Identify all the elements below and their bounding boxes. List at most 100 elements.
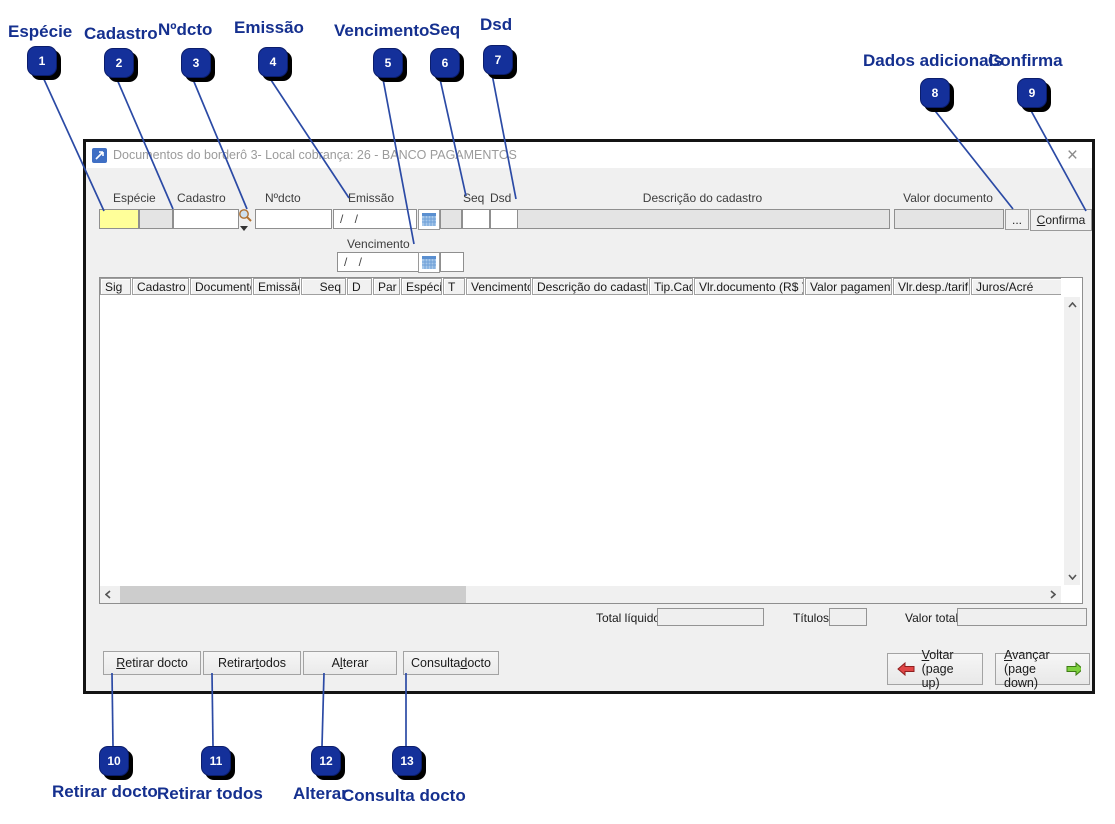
- annotation-label-confirma: Confirma: [988, 51, 1063, 70]
- column-header[interactable]: T: [443, 278, 465, 295]
- annotation-label-retirar-todos: Retirar todos: [157, 784, 263, 803]
- callout-badge-10: 10: [99, 746, 129, 776]
- annotation-label-ndcto: Nºdcto: [158, 20, 213, 39]
- column-header[interactable]: D: [347, 278, 372, 295]
- column-header[interactable]: Sig: [100, 278, 131, 295]
- especie-input[interactable]: [99, 209, 139, 229]
- valor-total-label: Valor total: [905, 611, 959, 625]
- seq-disabled-field: [440, 209, 462, 229]
- callout-badge-7: 7: [483, 45, 513, 75]
- avancar-button-sublabel: (page down): [1004, 662, 1039, 690]
- scroll-up-icon[interactable]: [1064, 297, 1080, 313]
- total-liquido-field: [657, 608, 764, 626]
- magnifier-icon[interactable]: [238, 208, 253, 223]
- vencimento-label: Vencimento: [347, 237, 410, 251]
- scroll-left-icon[interactable]: [100, 586, 116, 602]
- column-header[interactable]: Vencimento: [466, 278, 531, 295]
- column-header[interactable]: Cadastro: [132, 278, 189, 295]
- voltar-button-label: Voltar: [921, 648, 954, 662]
- valor-documento-label: Valor documento: [903, 191, 993, 205]
- voltar-button-sublabel: (page up): [921, 662, 954, 690]
- dsd-label: Dsd: [490, 191, 512, 205]
- voltar-button[interactable]: Voltar (page up): [887, 648, 983, 690]
- column-header[interactable]: Vlr.documento (R$ ): [694, 278, 804, 295]
- dsd-input[interactable]: [490, 209, 518, 229]
- window-title: Documentos do borderô 3- Local cobrança:…: [113, 148, 517, 162]
- total-liquido-label: Total líquido: [596, 611, 661, 625]
- annotation-label-seq: Seq: [429, 20, 461, 39]
- valor-total-field: [957, 608, 1087, 626]
- vencimento-seq-input[interactable]: [440, 252, 464, 272]
- annotation-label-emissao: Emissão: [234, 18, 304, 37]
- annotation-label-especie: Espécie: [8, 22, 73, 41]
- ndcto-input[interactable]: [255, 209, 332, 229]
- cadastro-input[interactable]: [173, 209, 239, 229]
- callout-badge-11: 11: [201, 746, 231, 776]
- scrollbar-thumb[interactable]: [120, 586, 466, 603]
- seq-label: Seq: [463, 191, 485, 205]
- vencimento-calendar-button[interactable]: [418, 252, 440, 273]
- app-icon: [92, 147, 107, 163]
- app-window: Documentos do borderô 3- Local cobrança:…: [83, 139, 1095, 694]
- column-header[interactable]: Documento: [190, 278, 252, 295]
- column-header[interactable]: Par: [373, 278, 400, 295]
- scroll-right-icon[interactable]: [1045, 586, 1061, 602]
- horizontal-scrollbar[interactable]: [100, 586, 1061, 603]
- column-header[interactable]: Tip.Cad: [649, 278, 693, 295]
- emissao-label: Emissão: [348, 191, 395, 205]
- title-bar[interactable]: Documentos do borderô 3- Local cobrança:…: [86, 142, 1092, 168]
- dados-adicionais-button[interactable]: ...: [1005, 209, 1029, 230]
- annotation-label-retirar-docto: Retirar docto: [52, 782, 158, 801]
- ndcto-label: Nºdcto: [265, 191, 301, 205]
- annotation-label-vencimento: Vencimento: [334, 21, 430, 40]
- callout-badge-6: 6: [430, 48, 460, 78]
- callout-badge-9: 9: [1017, 78, 1047, 108]
- column-header[interactable]: Emissão: [253, 278, 300, 295]
- emissao-date-input[interactable]: / /: [333, 209, 417, 229]
- avancar-button[interactable]: Avançar (page down): [995, 648, 1090, 690]
- column-header[interactable]: Valor pagamento: [805, 278, 892, 295]
- especie-code-field: [139, 209, 173, 229]
- column-header[interactable]: Espécie: [401, 278, 442, 295]
- annotation-label-cadastro: Cadastro: [84, 24, 158, 43]
- callout-badge-3: 3: [181, 48, 211, 78]
- descricao-cadastro-field: [517, 209, 890, 229]
- vencimento-date-input[interactable]: / /: [337, 252, 421, 272]
- annotation-label-consulta-docto: Consulta docto: [342, 786, 466, 805]
- calendar-icon: [422, 213, 436, 226]
- emissao-calendar-button[interactable]: [418, 209, 440, 230]
- annotation-label-alterar: Alterar: [293, 784, 348, 803]
- titulos-label: Títulos: [793, 611, 830, 625]
- column-header[interactable]: Vlr.desp./tarif: [893, 278, 970, 295]
- back-arrow-icon: [897, 662, 915, 676]
- seq-input[interactable]: [462, 209, 490, 229]
- close-icon[interactable]: ×: [1066, 144, 1078, 166]
- callout-badge-2: 2: [104, 48, 134, 78]
- scroll-down-icon[interactable]: [1064, 569, 1080, 585]
- vertical-scrollbar[interactable]: [1064, 297, 1080, 585]
- titulos-field: [829, 608, 867, 626]
- column-header[interactable]: Juros/Acré: [971, 278, 1061, 295]
- valor-documento-field: [894, 209, 1004, 229]
- annotation-label-dados-adicionais: Dados adicionais: [863, 51, 1003, 70]
- callout-badge-4: 4: [258, 47, 288, 77]
- callout-badge-5: 5: [373, 48, 403, 78]
- callout-badge-12: 12: [311, 746, 341, 776]
- callout-badge-8: 8: [920, 78, 950, 108]
- dropdown-arrow-icon[interactable]: [240, 226, 248, 231]
- callout-badge-1: 1: [27, 46, 57, 76]
- column-header[interactable]: Seq: [301, 278, 346, 295]
- especie-label: Espécie: [113, 191, 156, 205]
- callout-badge-13: 13: [392, 746, 422, 776]
- column-header[interactable]: Descrição do cadastro: [532, 278, 648, 295]
- avancar-button-label: Avançar: [1004, 648, 1050, 662]
- descricao-cadastro-label: Descrição do cadastro: [642, 191, 763, 205]
